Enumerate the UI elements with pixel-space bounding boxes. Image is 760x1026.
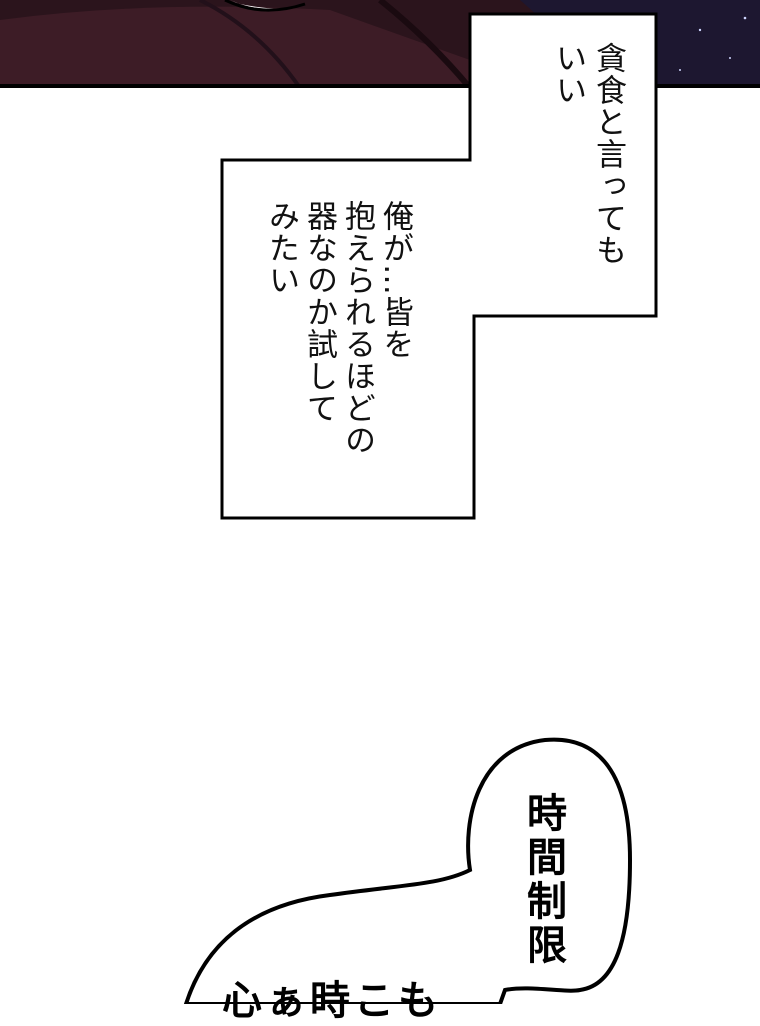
narration-box-shape <box>220 12 658 520</box>
narration-2-line-3: 器なのか試して <box>301 200 337 424</box>
narration-2-line-4: みたい <box>263 200 299 296</box>
narration-1-line-1: 貪食と言っても <box>590 42 626 266</box>
speech-bubble-text: 時間制限 <box>520 792 566 968</box>
narration-text-1: 貪食と言ってもいい <box>548 42 628 266</box>
narration-1-line-2: いい <box>550 42 586 106</box>
narration-2-line-1: 俺が…皆を <box>377 200 413 360</box>
narration-text-2: 俺が…皆を抱えられるほどの器なのか試してみたい <box>262 200 414 456</box>
speech-bubble-text-cut-off: 心ぁ時こも <box>222 978 442 1024</box>
balloon-outlines <box>183 12 658 1004</box>
speech-bubble-shape <box>183 737 633 1004</box>
narration-2-line-2: 抱えられるほどの <box>339 200 375 456</box>
